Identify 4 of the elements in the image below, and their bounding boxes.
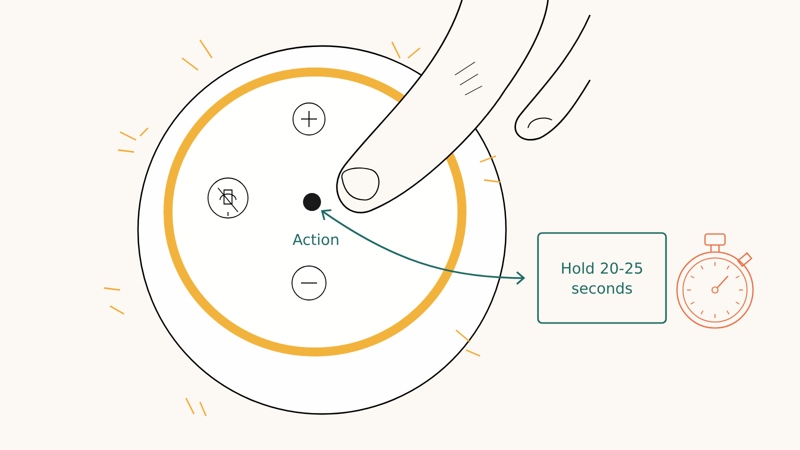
button-label: Action [292, 234, 338, 246]
action-button [303, 193, 321, 211]
arrow [320, 209, 526, 285]
instruction-box: Hold 20-25 seconds [537, 232, 667, 324]
